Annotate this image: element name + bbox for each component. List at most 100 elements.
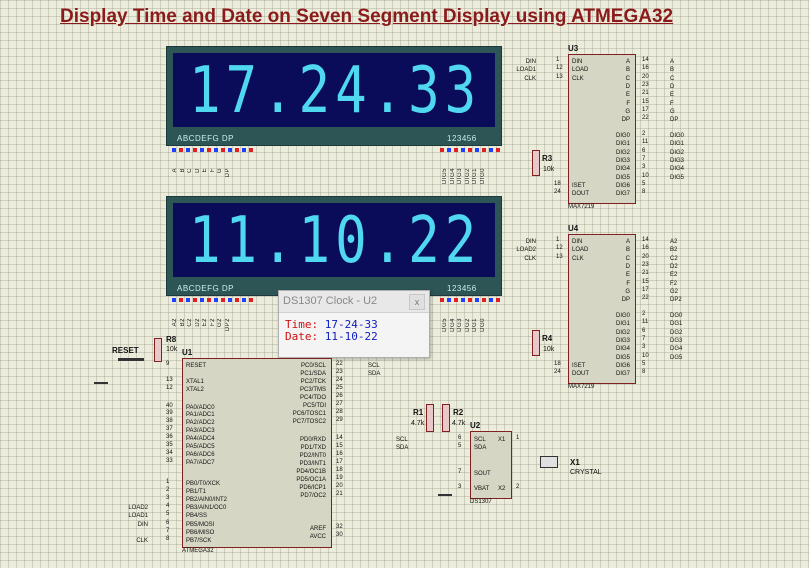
pin-number: 3 bbox=[458, 484, 462, 490]
pin-number: 27 bbox=[336, 401, 343, 407]
pin-name: XTAL1 bbox=[186, 379, 204, 385]
pin-number: 39 bbox=[166, 410, 173, 416]
pin-number: 6 bbox=[166, 520, 170, 526]
pin-number: 25 bbox=[336, 385, 343, 391]
net-label: DG0 bbox=[670, 313, 683, 319]
net-label: DG1 bbox=[670, 321, 683, 328]
r3-resistor[interactable] bbox=[532, 150, 540, 176]
pin-name: PD2/INT0 bbox=[299, 453, 326, 459]
pin-number: 5 bbox=[642, 180, 646, 187]
pin-name: X2 bbox=[498, 486, 506, 492]
pin-number: 10 bbox=[642, 352, 649, 359]
r4-resistor[interactable] bbox=[532, 330, 540, 356]
pin-name: DIG5 bbox=[615, 354, 630, 361]
close-icon[interactable]: x bbox=[409, 294, 425, 310]
pin-number: 8 bbox=[166, 536, 170, 542]
net-label: CLK bbox=[136, 538, 148, 544]
pin-name: PD0/RXD bbox=[299, 437, 326, 443]
pin-name: DIG7 bbox=[615, 191, 630, 198]
x1-name: CRYSTAL bbox=[570, 469, 602, 476]
display2-seg-pins bbox=[172, 298, 253, 308]
pin-name: B bbox=[625, 67, 630, 74]
net-label: DIN bbox=[137, 522, 148, 528]
pin-name: DIG1 bbox=[615, 141, 630, 148]
pin-number: 19 bbox=[336, 475, 343, 481]
pin-name: PC1/SDA bbox=[300, 371, 326, 377]
ds1307-clock-popup[interactable]: DS1307 Clock - U2 x Time: 17-24-33 Date:… bbox=[278, 290, 430, 358]
time-value: 17-24-33 bbox=[324, 318, 378, 331]
pin-name: PB5/MOSI bbox=[186, 522, 215, 528]
pin-number: 33 bbox=[166, 458, 173, 464]
pin-number: 18 bbox=[336, 467, 343, 473]
pin-number: 22 bbox=[642, 115, 649, 122]
date-value: 11-10-22 bbox=[324, 330, 378, 343]
net-label: DIG3 bbox=[457, 168, 463, 185]
pin-number: 5 bbox=[458, 443, 462, 449]
pin-name: PD7/OC2 bbox=[300, 493, 326, 499]
ground-icon bbox=[94, 382, 108, 392]
pin-name: DIG7 bbox=[615, 371, 630, 378]
pin-name: PA0/ADC0 bbox=[186, 405, 215, 411]
popup-title: DS1307 Clock - U2 bbox=[283, 295, 378, 307]
ground-icon bbox=[438, 494, 452, 504]
pin-name: PB4/SS bbox=[186, 513, 208, 519]
pin-number: 2 bbox=[166, 487, 170, 493]
popup-title-bar[interactable]: DS1307 Clock - U2 x bbox=[279, 291, 429, 313]
reset-button[interactable] bbox=[118, 358, 144, 361]
net-label: C bbox=[670, 75, 675, 82]
u2-chip[interactable] bbox=[470, 431, 512, 499]
pin-name: PA3/ADC3 bbox=[186, 428, 215, 434]
display-face bbox=[173, 53, 495, 127]
u4-chip[interactable] bbox=[568, 234, 636, 384]
pin-number: 21 bbox=[336, 491, 343, 497]
net-label: LOAD1 bbox=[516, 67, 536, 74]
r2-value: 4.7k bbox=[452, 420, 466, 427]
r3-value: 10k bbox=[543, 166, 555, 173]
r2-resistor[interactable] bbox=[442, 404, 450, 432]
seven-segment-display-time[interactable]: 17.24.33 ABCDEFG DP 123456 bbox=[166, 46, 502, 146]
net-label: SCL bbox=[396, 437, 408, 443]
pin-number: 14 bbox=[642, 57, 649, 63]
pin-number: 22 bbox=[642, 295, 649, 302]
pin-name: PC3/TMS bbox=[299, 387, 326, 393]
r8-resistor[interactable] bbox=[154, 338, 162, 362]
pin-number: 2 bbox=[642, 311, 646, 317]
r1-resistor[interactable] bbox=[426, 404, 434, 432]
pin-number: 15 bbox=[642, 278, 649, 285]
net-label: CLK bbox=[524, 255, 536, 262]
pin-name: C bbox=[625, 75, 630, 82]
pin-name: ISET bbox=[572, 183, 586, 189]
pin-number: 11 bbox=[642, 139, 649, 146]
pin-name: PD3/INT1 bbox=[299, 461, 326, 467]
pin-number: 14 bbox=[642, 237, 649, 243]
pin-name: DIG0 bbox=[615, 313, 630, 319]
pin-name: PB0/T0/XCK bbox=[186, 481, 221, 487]
net-label: DIN bbox=[525, 59, 536, 65]
pin-number: 15 bbox=[642, 98, 649, 105]
pin-number: 16 bbox=[642, 65, 649, 72]
reset-label: RESET bbox=[112, 346, 139, 355]
pin-name: DOUT bbox=[572, 191, 589, 198]
pin-name: CLK bbox=[572, 75, 584, 82]
r1-ref: R1 bbox=[413, 408, 424, 417]
pin-number: 8 bbox=[642, 369, 646, 376]
pin-name: DIG6 bbox=[615, 362, 630, 369]
net-label: F bbox=[209, 168, 216, 173]
u1-chip[interactable] bbox=[182, 358, 332, 548]
net-label: F2 bbox=[209, 318, 216, 327]
net-label: DIG0 bbox=[479, 168, 486, 185]
seven-segment-display-date[interactable]: 11.10.22 ABCDEFG DP 123456 bbox=[166, 196, 502, 296]
pin-name: DIG5 bbox=[615, 174, 630, 181]
pin-number: 18 bbox=[554, 181, 561, 187]
u3-name: MAX7219 bbox=[568, 204, 595, 210]
net-label: SDA bbox=[368, 371, 381, 377]
pin-name: PD5/OC1A bbox=[296, 477, 326, 483]
pin-number: 26 bbox=[336, 393, 343, 399]
pin-number: 14 bbox=[336, 435, 343, 441]
u2-ref: U2 bbox=[470, 421, 481, 430]
crystal-icon[interactable] bbox=[540, 456, 558, 468]
u3-chip[interactable] bbox=[568, 54, 636, 204]
net-label: D2 bbox=[670, 263, 678, 270]
pin-number: 21 bbox=[642, 90, 649, 97]
pin-number: 9 bbox=[166, 361, 170, 367]
